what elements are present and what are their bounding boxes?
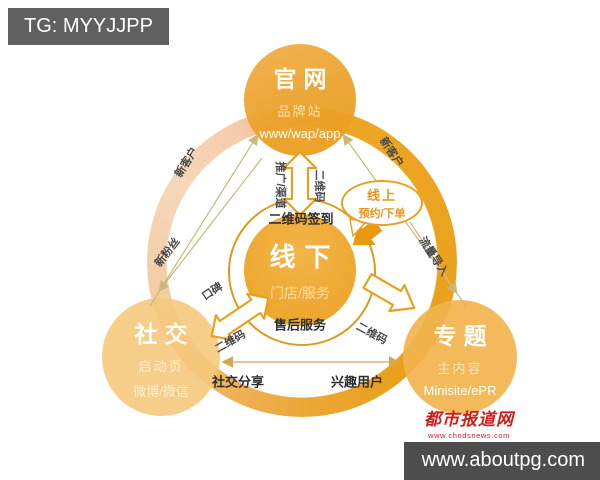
label-qr-checkin: 二维码签到 <box>268 211 334 227</box>
label-interest-users: 兴趣用户 <box>330 374 384 390</box>
social-subtitle: 启动页 <box>138 358 184 374</box>
official-site-subtitle: 品牌站 <box>277 103 323 119</box>
social-detail: 微博/微信 <box>133 383 189 399</box>
topic-title: 专题 <box>433 322 494 349</box>
bubble-line2: 预约/下单 <box>358 208 406 220</box>
offline-title: 线下 <box>269 242 340 272</box>
node-official-site: 官网 品牌站 www/wap/app <box>244 44 356 156</box>
node-social: 社交 启动页 微博/微信 <box>102 298 220 416</box>
source-site-name: 都市报道网 <box>424 410 514 429</box>
online-booking-bubble: 线上 预约/下单 <box>341 180 423 226</box>
node-offline: 线下 门店/服务 <box>244 214 356 326</box>
topic-detail: Minisite/ePR <box>423 382 497 398</box>
offline-subtitle: 门店/服务 <box>270 285 330 301</box>
source-site-logo: 都市报道网 www.chndsnews.com <box>424 405 514 440</box>
official-site-title: 官网 <box>273 65 334 92</box>
node-topic: 专题 主内容 Minisite/ePR <box>403 300 517 414</box>
label-social-share: 社交分享 <box>211 374 265 390</box>
tg-watermark-badge: TG: MYYJJPP <box>8 8 169 45</box>
edge-label-qr-top: 二维码 <box>313 169 325 203</box>
label-after-sales: 售后服务 <box>273 317 327 333</box>
bubble-line1: 线上 <box>366 188 397 203</box>
aboutpg-watermark-badge: www.aboutpg.com <box>403 442 600 480</box>
source-site-url: www.chndsnews.com <box>428 431 510 440</box>
topic-subtitle: 主内容 <box>437 360 483 376</box>
social-title: 社交 <box>134 320 195 347</box>
official-site-detail: www/wap/app <box>259 125 341 141</box>
edge-label-promo-channel: 推广/渠道 <box>274 161 286 209</box>
